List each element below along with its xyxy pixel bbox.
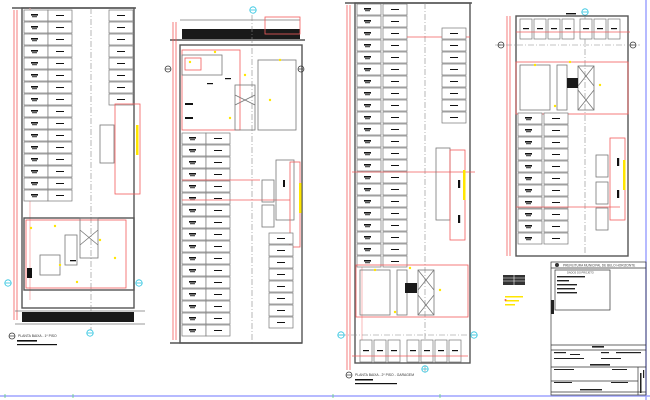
plan-1-caption: PLANTA BAIXA - 1º PISO	[18, 334, 57, 338]
title-block-subheader: DADOS DO PROJETO	[567, 271, 594, 275]
legend-block	[503, 275, 525, 306]
plan-3: PLANTA BAIXA - 2º PISO - GARAGEM	[337, 2, 478, 385]
plan-4	[495, 8, 640, 257]
plan-3-caption: PLANTA BAIXA - 2º PISO - GARAGEM	[355, 373, 414, 377]
plan-1: PLANTA BAIXA - 1º PISO	[4, 7, 145, 346]
title-block-header: PREFEITURA MUNICIPAL DE BELO HORIZONTE	[563, 264, 635, 268]
plan-2	[164, 6, 305, 345]
title-block: PREFEITURA MUNICIPAL DE BELO HORIZONTE D…	[550, 261, 647, 396]
